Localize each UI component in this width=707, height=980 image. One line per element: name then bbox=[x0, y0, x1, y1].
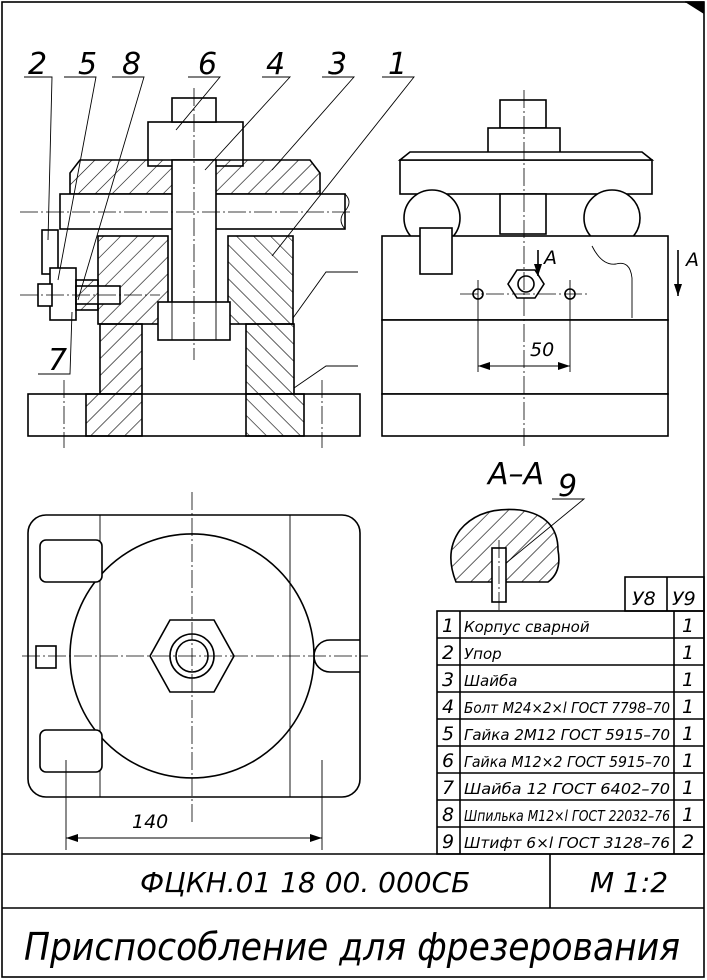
bom-row-quantity: 2 bbox=[682, 831, 694, 853]
leader-2: 2 bbox=[28, 47, 47, 82]
bom-row-name: Гайка 2М12 ГОСТ 5915–70 bbox=[464, 726, 670, 744]
section-marker-left: A bbox=[542, 247, 557, 269]
leader-4: 4 bbox=[266, 47, 285, 82]
top-view: 140 bbox=[22, 492, 368, 850]
drawing-designation: ФЦКН.01 18 00. 000СБ bbox=[140, 866, 470, 899]
bom-row-position: 8 bbox=[442, 804, 454, 826]
bom-row-quantity: 1 bbox=[682, 669, 694, 691]
position-leaders: 2 5 8 6 4 3 1 7 9 bbox=[24, 47, 586, 569]
dimension-hole-spacing: 50 bbox=[530, 339, 554, 361]
bom-row-quantity: 1 bbox=[682, 723, 694, 745]
leader-1: 1 bbox=[388, 47, 407, 82]
bom-row-name: Гайка М12×2 ГОСТ 5915–70 bbox=[464, 753, 670, 771]
leader-6: 6 bbox=[198, 47, 217, 82]
bom-row-name: Шайба 12 ГОСТ 6402–70 bbox=[464, 780, 670, 798]
drawing-scale: М 1:2 bbox=[590, 866, 668, 899]
leader-3: 3 bbox=[328, 47, 347, 82]
drawing-name: Приспособление для фрезерования bbox=[24, 925, 680, 969]
bom-row-name: Болт М24×2×l ГОСТ 7798–70 bbox=[464, 699, 670, 717]
bom-row-name: Упор bbox=[464, 645, 502, 663]
bom-row-position: 9 bbox=[442, 831, 454, 853]
bom-row-name: Корпус сварной bbox=[464, 618, 590, 636]
bom-row-position: 6 bbox=[442, 750, 454, 772]
bom-row-position: 2 bbox=[442, 642, 454, 664]
bom-row-quantity: 1 bbox=[682, 750, 694, 772]
section-title: A–A bbox=[486, 457, 544, 492]
bom-row-quantity: 1 bbox=[682, 642, 694, 664]
bom-row-position: 1 bbox=[442, 615, 454, 637]
section-markers: A A bbox=[534, 247, 699, 296]
section-marker-right: A bbox=[684, 249, 699, 271]
leader-5: 5 bbox=[78, 47, 97, 82]
bom-row-position: 7 bbox=[442, 777, 454, 799]
bom-row-name: Шайба bbox=[464, 672, 517, 690]
front-section-view bbox=[20, 88, 361, 448]
bom-row-position: 3 bbox=[442, 669, 454, 691]
bom-row-name: Штифт 6×l ГОСТ 3128–76 bbox=[464, 834, 670, 852]
section-a-a: A–A bbox=[450, 457, 560, 610]
leader-7: 7 bbox=[48, 343, 67, 378]
bom-row-quantity: 1 bbox=[682, 696, 694, 718]
leader-8: 8 bbox=[122, 47, 141, 82]
bill-of-materials: У8 У9 1 Корпус сварной 1 2 Упор 1 3 Шайба 1 4 Болт… bbox=[436, 576, 705, 855]
bom-header-u8: У8 bbox=[632, 588, 656, 610]
side-view: 50 bbox=[381, 90, 669, 448]
title-block: ФЦКН.01 18 00. 000СБ М 1:2 Приспособлени… bbox=[2, 853, 704, 969]
dimension-overall-width: 140 bbox=[132, 811, 168, 833]
bom-header-u9: У9 bbox=[672, 588, 696, 610]
bom-row-position: 5 bbox=[442, 723, 454, 745]
bom-row-position: 4 bbox=[442, 696, 454, 718]
bom-row-quantity: 1 bbox=[682, 804, 694, 826]
bom-row-quantity: 1 bbox=[682, 777, 694, 799]
bom-row-quantity: 1 bbox=[682, 615, 694, 637]
leader-9: 9 bbox=[558, 469, 577, 504]
bom-row-name: Шпилька М12×l ГОСТ 22032–76 bbox=[464, 807, 670, 825]
